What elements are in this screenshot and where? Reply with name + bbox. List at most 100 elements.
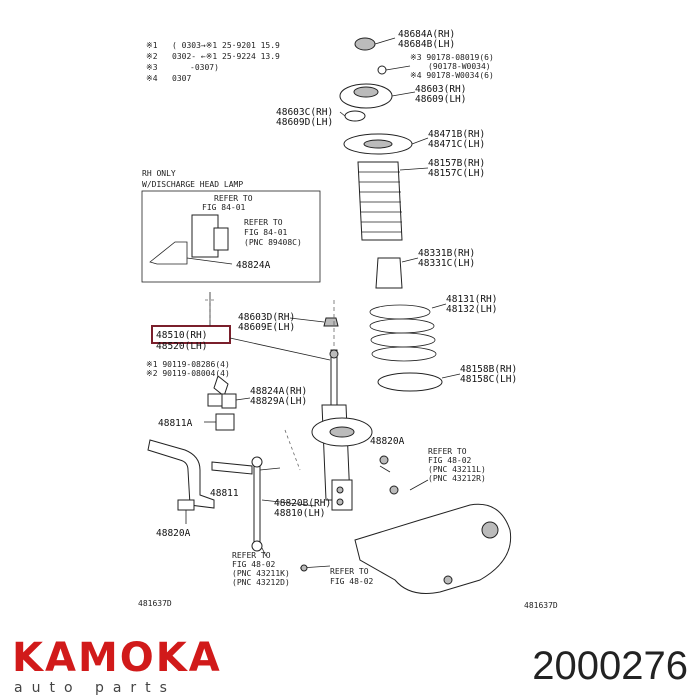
boot-ribs xyxy=(358,171,402,233)
leader-48684 xyxy=(374,37,396,45)
stabilizer-group xyxy=(147,375,317,552)
knuckle-lower-bolt xyxy=(300,564,308,572)
label-refer-b1-3: (PNC 43211K) xyxy=(232,569,290,578)
coil-3 xyxy=(370,332,436,348)
label-48158-1: 48158B(RH) xyxy=(460,364,517,375)
label-refer-r-2: FIG 48-02 xyxy=(428,456,472,465)
knuckle-body xyxy=(354,503,512,594)
brand-subtitle: auto parts xyxy=(14,680,176,696)
label-48603-2: 48609(LH) xyxy=(415,94,466,105)
label-48131-2: 48132(LH) xyxy=(446,304,497,315)
label-48820a-left: 48820A xyxy=(156,528,191,539)
label-refer-r-1: REFER TO xyxy=(428,447,467,456)
inset-refer1-a: REFER TO xyxy=(214,194,253,203)
inset-refer2-b: FIG 84-01 xyxy=(244,228,288,237)
inset-refer2-c: (PNC 89408C) xyxy=(244,238,302,247)
link-lower-ball xyxy=(251,540,263,552)
leader-48603c xyxy=(339,111,346,117)
leader-refer-r xyxy=(409,479,429,491)
label-48820a-right: 48820A xyxy=(370,436,405,447)
highlighted-part xyxy=(151,292,331,361)
legend-row-3-text: -0307) xyxy=(190,63,219,72)
inset-title-2: W/DISCHARGE HEAD LAMP xyxy=(142,180,243,189)
bushing-48824a xyxy=(221,393,237,409)
link-nut-right xyxy=(379,455,389,465)
inset-refer1-b: FIG 84-01 xyxy=(202,203,246,212)
axis-line-inset xyxy=(205,299,215,320)
label-48684-1: 48684A(RH) xyxy=(398,29,455,40)
inset-sensor-part xyxy=(213,227,229,251)
link-upper-ball xyxy=(251,456,263,468)
inset-part-label: 48824A xyxy=(236,260,271,271)
highlight-box xyxy=(151,325,231,344)
steering-knuckle xyxy=(261,455,512,594)
stabilizer-bush xyxy=(177,499,195,511)
stabilizer-link xyxy=(253,461,261,547)
leader-90178 xyxy=(385,65,411,71)
leader-48811 xyxy=(259,467,281,471)
bracket-bolt-2 xyxy=(336,498,344,506)
nut xyxy=(377,65,387,75)
leader-48331 xyxy=(401,257,419,263)
spring-lower-insulator xyxy=(377,372,443,392)
kamoka-logo: KAMOKA auto parts xyxy=(12,636,272,698)
axis-line-link xyxy=(284,429,301,471)
coil-4 xyxy=(371,346,437,362)
label-48603c-1: 48603C(RH) xyxy=(276,107,333,118)
bushing-48811a xyxy=(215,413,235,431)
label-refer-r-3: (PNC 43211L) xyxy=(428,465,486,474)
leader-48603d xyxy=(289,317,325,323)
label-48684-2: 48684B(LH) xyxy=(398,39,455,50)
leader-48824a xyxy=(235,397,251,401)
inset-leader xyxy=(186,257,233,265)
legend-row-1: ※1 xyxy=(146,41,158,50)
part-labels: 48684A(RH) 48684B(LH) ※3 90178-08019(6) … xyxy=(138,29,558,610)
stabilizer-clip xyxy=(213,375,229,397)
legend-row-1-text: ( 0303→※1 25·9201 15.9 xyxy=(172,41,280,50)
dust-boot xyxy=(357,161,429,241)
leader-refer-b1 xyxy=(261,547,267,557)
rod-tip xyxy=(329,349,339,359)
bushing-small xyxy=(207,393,223,407)
bearing xyxy=(344,110,366,122)
part-number: 2000276 xyxy=(532,644,688,688)
bracket-bolt-1 xyxy=(336,486,344,494)
stabilizer-bar xyxy=(147,439,215,509)
label-48510-2: 48520(LH) xyxy=(156,341,207,352)
inset-bracket-part xyxy=(191,214,219,258)
leader-48820a-right xyxy=(379,465,391,473)
label-48158-2: 48158C(LH) xyxy=(460,374,517,385)
strut-spring-seat-hole xyxy=(329,426,355,438)
label-48603d-1: 48603D(RH) xyxy=(238,312,295,323)
label-refer-b2-2: FIG 48-02 xyxy=(330,577,374,586)
legend-row-4: ※4 xyxy=(146,74,158,83)
dust-cap xyxy=(354,37,376,51)
strut-bracket xyxy=(331,479,353,511)
inset-link-part xyxy=(149,241,188,265)
label-48331-1: 48331B(RH) xyxy=(418,248,475,259)
label-48157-2: 48157C(LH) xyxy=(428,168,485,179)
inset-panel: RH ONLY W/DISCHARGE HEAD LAMP REFER TO F… xyxy=(141,169,321,283)
leader-48158 xyxy=(441,373,461,379)
label-refer-b1-4: (PNC 43212D) xyxy=(232,578,290,587)
label-48603d-2: 48609E(LH) xyxy=(238,322,295,333)
label-48824a-2: 48829A(LH) xyxy=(250,396,307,407)
label-48811: 48811 xyxy=(210,488,239,499)
leader-48131 xyxy=(431,303,447,309)
label-refer-r-4: (PNC 43212R) xyxy=(428,474,486,483)
label-48331-2: 48331C(LH) xyxy=(418,258,475,269)
label-48811a: 48811A xyxy=(158,418,193,429)
nut-48603d xyxy=(323,317,339,327)
leader-48471 xyxy=(411,137,429,145)
bump-stop-body xyxy=(375,257,403,289)
figure-code-right: 481637D xyxy=(524,601,558,610)
reference-lines xyxy=(205,299,335,471)
leader-48157 xyxy=(399,167,429,171)
label-48820b-2: 48810(LH) xyxy=(274,508,325,519)
label-48510-1: 48510(RH) xyxy=(156,330,207,341)
knuckle-upper-bolt xyxy=(389,485,399,495)
inset-title-1: RH ONLY xyxy=(142,169,176,178)
label-48603c-2: 48609D(LH) xyxy=(276,117,333,128)
boot-body xyxy=(357,161,403,241)
